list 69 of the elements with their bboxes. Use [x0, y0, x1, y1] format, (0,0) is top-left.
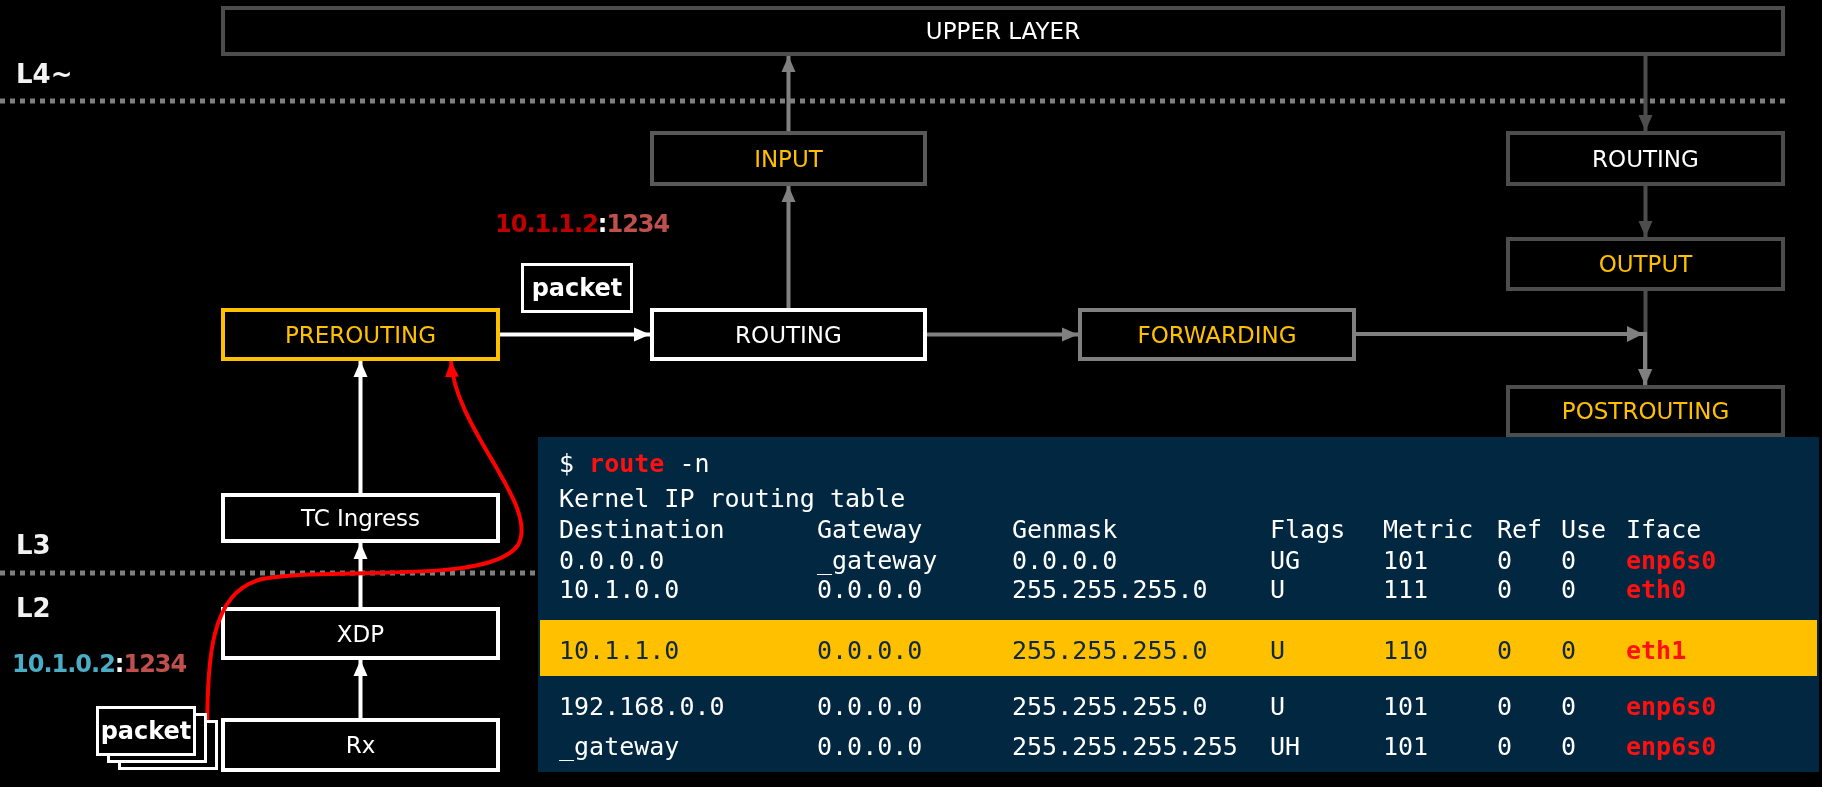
table-cell: 0 [1497, 732, 1513, 762]
table-cell: 0 [1561, 546, 1577, 576]
table-cell: 10.1.1.0 [559, 636, 680, 666]
table-header: Gateway [817, 515, 923, 545]
table-header: Iface [1626, 515, 1702, 545]
packet-label: packet [100, 717, 192, 745]
table-cell: 192.168.0.0 [559, 692, 725, 722]
table-cell: 0.0.0.0 [817, 575, 923, 605]
table-header: Flags [1270, 515, 1346, 545]
table-cell: 101 [1383, 546, 1429, 576]
process-box: UPPER LAYER [221, 6, 1785, 56]
table-cell: 0.0.0.0 [817, 692, 923, 722]
table-cell: 0 [1497, 636, 1513, 666]
address-label: 10.1.0.2:1234 [12, 650, 187, 678]
table-header: Use [1561, 515, 1607, 545]
process-box: TC Ingress [221, 493, 500, 543]
table-cell: _gateway [817, 546, 938, 576]
table-cell: eth0 [1626, 575, 1687, 605]
table-header: Destination [559, 515, 725, 545]
command-line: $ route -n [559, 449, 710, 479]
layer-label: L4~ [16, 59, 73, 89]
table-cell: U [1270, 636, 1286, 666]
table-cell: enp6s0 [1626, 692, 1717, 722]
table-cell: 0 [1497, 546, 1513, 576]
table-cell: enp6s0 [1626, 732, 1717, 762]
table-cell: UG [1270, 546, 1301, 576]
table-cell: U [1270, 692, 1286, 722]
packet-tag: packet [521, 263, 633, 313]
process-box: Rx [221, 718, 500, 772]
process-box: INPUT [650, 131, 927, 186]
table-cell: UH [1270, 732, 1301, 762]
process-box: PREROUTING [221, 308, 500, 361]
table-cell: 0 [1497, 692, 1513, 722]
table-cell: 0.0.0.0 [817, 636, 923, 666]
process-box: POSTROUTING [1506, 385, 1785, 437]
table-cell: 0 [1497, 575, 1513, 605]
table-cell: 0 [1561, 575, 1577, 605]
table-cell: U [1270, 575, 1286, 605]
table-cell: 0 [1561, 732, 1577, 762]
table-cell: 255.255.255.0 [1012, 692, 1208, 722]
table-header: Genmask [1012, 515, 1118, 545]
table-cell: 101 [1383, 732, 1429, 762]
table-cell: 0.0.0.0 [1012, 546, 1118, 576]
table-cell: 255.255.255.0 [1012, 636, 1208, 666]
address-label: 10.1.1.2:1234 [495, 210, 670, 238]
table-cell: 10.1.0.0 [559, 575, 680, 605]
process-box: ROUTING [650, 308, 927, 361]
process-box: XDP [221, 607, 500, 660]
table-cell: enp6s0 [1626, 546, 1717, 576]
process-box: FORWARDING [1078, 308, 1356, 361]
table-cell: 0.0.0.0 [817, 732, 923, 762]
table-header: Metric [1383, 515, 1474, 545]
table-cell: 0.0.0.0 [559, 546, 665, 576]
table-cell: 0 [1561, 636, 1577, 666]
process-box: OUTPUT [1506, 237, 1785, 291]
table-cell: 111 [1383, 575, 1429, 605]
table-cell: 101 [1383, 692, 1429, 722]
layer-label: L2 [16, 593, 51, 623]
packet-stack [96, 706, 218, 770]
table-cell: 0 [1561, 692, 1577, 722]
layer-label: L3 [16, 530, 51, 560]
table-cell: 255.255.255.0 [1012, 575, 1208, 605]
table-cell: 255.255.255.255 [1012, 732, 1238, 762]
table-header: Ref [1497, 515, 1543, 545]
table-cell: _gateway [559, 732, 680, 762]
table-title: Kernel IP routing table [559, 484, 906, 514]
table-cell: 110 [1383, 636, 1429, 666]
table-cell: eth1 [1626, 636, 1687, 666]
process-box: ROUTING [1506, 131, 1785, 186]
